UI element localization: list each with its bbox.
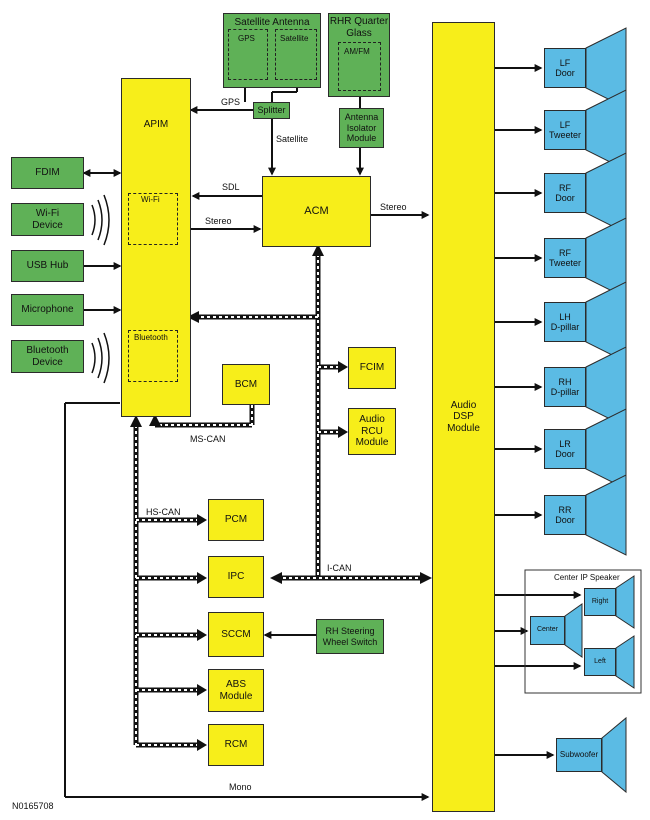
am-fm-antenna-label: AM/FM xyxy=(344,47,370,56)
satellite-antenna-element-frame xyxy=(275,29,317,80)
subwoofer-label: Subwoofer xyxy=(559,750,599,760)
acm-label: ACM xyxy=(304,205,329,218)
acm-module: ACM xyxy=(262,176,371,247)
can-bus-lines xyxy=(130,244,432,751)
rf-door-speaker: RF Door xyxy=(544,173,586,213)
microphone: Microphone xyxy=(11,294,84,326)
bluetooth-device-label: Bluetooth Device xyxy=(26,345,69,368)
rh-dpillar-label: RH D-pillar xyxy=(550,376,580,397)
abs-label: ABS Module xyxy=(219,679,253,702)
pcm-label: PCM xyxy=(224,514,248,526)
audio-rcu-module: Audio RCU Module xyxy=(348,408,396,455)
lf-tweeter-speaker: LF Tweeter xyxy=(544,110,586,150)
rr-door-label: RR Door xyxy=(555,504,575,525)
antenna-isolator-module: Antenna Isolator Module xyxy=(339,108,384,148)
bluetooth-device: Bluetooth Device xyxy=(11,340,84,373)
figure-id: N0165708 xyxy=(12,801,54,811)
gps-antenna-frame xyxy=(228,29,268,80)
ipc-module: IPC xyxy=(208,556,264,598)
wifi-device: Wi-Fi Device xyxy=(11,203,84,236)
rr-door-speaker: RR Door xyxy=(544,495,586,535)
pcm-module: PCM xyxy=(208,499,264,541)
center-ip-speaker-title: Center IP Speaker xyxy=(554,573,620,582)
speaker-horns xyxy=(564,27,635,794)
sccm-label: SCCM xyxy=(221,628,251,640)
bluetooth-antenna-frame xyxy=(128,330,178,382)
rf-tweeter-speaker: RF Tweeter xyxy=(544,238,586,278)
hs-can-label: HS-CAN xyxy=(146,507,181,517)
sccm-module: SCCM xyxy=(208,612,264,657)
rh-steering-wheel-switch-label: RH Steering Wheel Switch xyxy=(322,626,378,647)
wifi-antenna-label: Wi-Fi xyxy=(141,195,160,204)
gps-antenna-label: GPS xyxy=(238,34,255,43)
rcm-module: RCM xyxy=(208,724,264,766)
fcim-module: FCIM xyxy=(348,347,396,389)
audio-dsp-module: Audio DSP Module xyxy=(432,22,495,812)
satellite-signal-label: Satellite xyxy=(276,134,309,144)
microphone-label: Microphone xyxy=(21,304,74,316)
lf-tweeter-label: LF Tweeter xyxy=(548,119,581,140)
rh-dpillar-speaker: RH D-pillar xyxy=(544,367,586,407)
rf-door-label: RF Door xyxy=(555,182,575,203)
left-speaker-label: Left xyxy=(594,657,606,665)
abs-module: ABS Module xyxy=(208,669,264,712)
usb-hub-label: USB Hub xyxy=(26,260,69,272)
apim-label: APIM xyxy=(143,119,169,130)
lh-dpillar-speaker: LH D-pillar xyxy=(544,302,586,342)
antenna-isolator-label: Antenna Isolator Module xyxy=(344,112,379,144)
rhr-quarter-glass-label: RHR Quarter Glass xyxy=(329,16,389,39)
satellite-antenna: Satellite Antenna xyxy=(223,13,321,88)
wifi-antenna-frame xyxy=(128,193,178,245)
right-speaker: Right xyxy=(584,588,616,616)
am-fm-antenna-frame xyxy=(338,42,381,91)
mono-signal-label: Mono xyxy=(229,782,252,792)
fdim-module: FDIM xyxy=(11,157,84,189)
lr-door-label: LR Door xyxy=(555,438,575,459)
apim-module: APIM xyxy=(121,78,191,417)
center-speaker: Center xyxy=(530,616,565,645)
audio-rcu-label: Audio RCU Module xyxy=(355,414,389,449)
splitter-label: Splitter xyxy=(257,105,286,116)
center-ip-speaker-frame xyxy=(524,569,642,694)
ipc-label: IPC xyxy=(227,571,245,583)
rh-steering-wheel-switch: RH Steering Wheel Switch xyxy=(316,619,384,654)
fcim-label: FCIM xyxy=(359,362,385,374)
splitter-module: Splitter xyxy=(253,102,290,119)
gps-signal-label: GPS xyxy=(221,97,241,107)
sdl-signal-label: SDL xyxy=(222,182,240,192)
subwoofer-speaker: Subwoofer xyxy=(556,738,602,772)
center-speaker-label: Center xyxy=(536,626,558,634)
bcm-label: BCM xyxy=(234,378,258,390)
audio-dsp-label: Audio DSP Module xyxy=(447,399,480,434)
signal-lines xyxy=(64,64,582,801)
stereo-apim-signal-label: Stereo xyxy=(205,216,232,226)
stereo-acm-signal-label: Stereo xyxy=(380,202,407,212)
rf-tweeter-label: RF Tweeter xyxy=(548,247,581,268)
rcm-label: RCM xyxy=(224,739,248,751)
lf-door-speaker: LF Door xyxy=(544,48,586,88)
wifi-device-label: Wi-Fi Device xyxy=(32,208,63,231)
wireless-waves xyxy=(91,194,110,384)
lf-door-label: LF Door xyxy=(555,57,575,78)
ms-can-label: MS-CAN xyxy=(190,434,226,444)
bluetooth-antenna-label: Bluetooth xyxy=(134,333,168,342)
lh-dpillar-label: LH D-pillar xyxy=(550,311,580,332)
usb-hub: USB Hub xyxy=(11,250,84,282)
right-speaker-label: Right xyxy=(591,597,609,605)
lr-door-speaker: LR Door xyxy=(544,429,586,469)
fdim-label: FDIM xyxy=(35,167,60,179)
bcm-module: BCM xyxy=(222,364,270,405)
left-speaker: Left xyxy=(584,648,616,676)
satellite-antenna-element-label: Satellite xyxy=(280,34,309,43)
satellite-antenna-label: Satellite Antenna xyxy=(234,17,310,28)
i-can-label: I-CAN xyxy=(327,563,352,573)
